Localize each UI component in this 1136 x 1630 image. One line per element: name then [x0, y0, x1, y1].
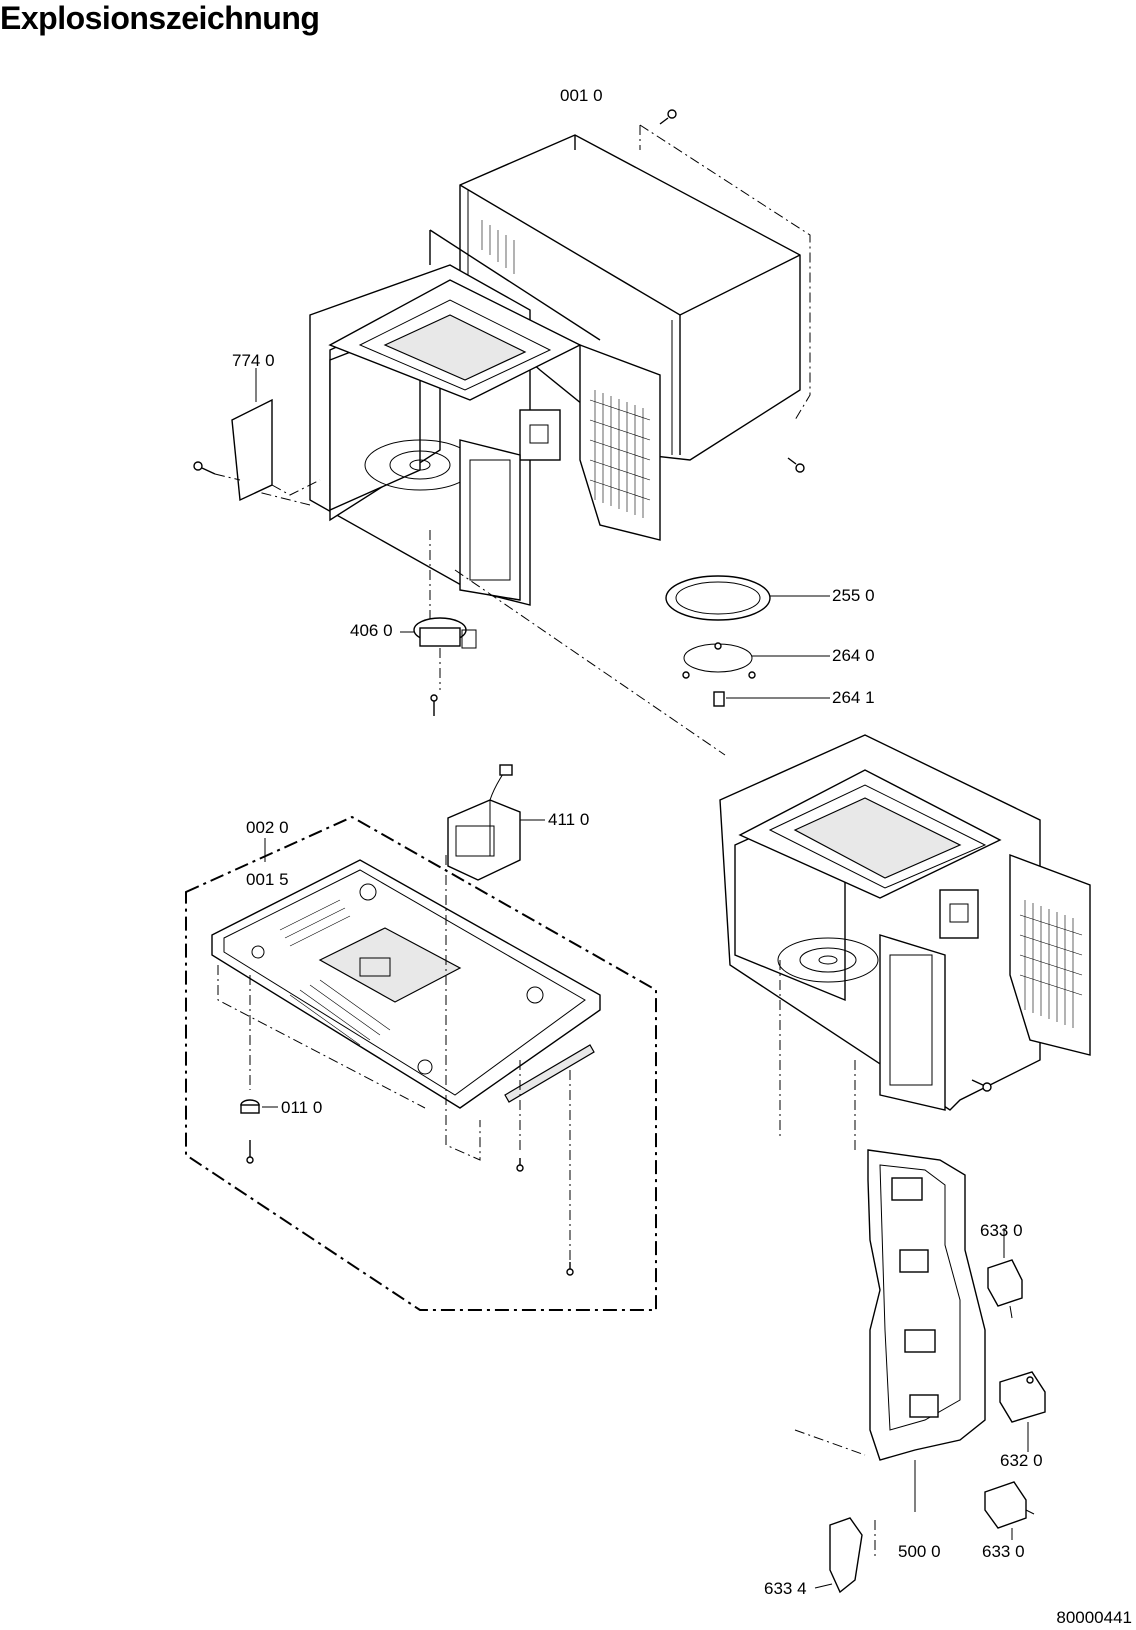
door-latch-bracket — [867, 1149, 986, 1512]
glass-turntable-tray — [665, 575, 830, 621]
roller-ring — [682, 642, 830, 679]
screw-icon — [787, 457, 805, 473]
transformer — [447, 764, 545, 881]
cavity-assembled — [719, 734, 1091, 1560]
part-label-264-1: 264 1 — [832, 688, 875, 707]
part-label-264-0: 264 0 — [832, 646, 875, 665]
page-title: Explosionszeichnung — [0, 0, 320, 36]
part-label-255-0: 255 0 — [832, 586, 875, 605]
document-number: 80000441 — [1056, 1608, 1132, 1627]
turntable-coupler — [713, 691, 830, 707]
part-label-500-0: 500 0 — [898, 1542, 941, 1561]
part-label-001-5: 001 5 — [246, 870, 289, 889]
screw-icon — [659, 109, 677, 125]
part-label-632-0: 632 0 — [1000, 1451, 1043, 1470]
part-label-001-0: 001 0 — [560, 86, 603, 105]
door-switch-icon — [984, 1481, 1035, 1540]
rubber-foot — [240, 1099, 574, 1276]
base-plate-assembly — [185, 815, 657, 1311]
door-switch-icon — [987, 1228, 1023, 1319]
part-label-406-0: 406 0 — [350, 621, 393, 640]
mica-cover-plate — [193, 368, 321, 502]
turntable-motor — [400, 617, 477, 716]
part-label-633-0-bottom: 633 0 — [982, 1542, 1025, 1561]
part-label-011-0: 011 0 — [281, 1098, 322, 1117]
part-label-633-0-top: 633 0 — [980, 1221, 1023, 1240]
monitor-switch-icon — [999, 1371, 1046, 1452]
latch-lever — [814, 1517, 863, 1594]
part-label-774-0: 774 0 — [232, 351, 275, 370]
part-label-411-0: 411 0 — [548, 810, 589, 829]
part-label-633-4: 633 4 — [764, 1579, 807, 1598]
part-label-002-0: 002 0 — [246, 818, 289, 837]
cavity-chassis — [249, 229, 661, 620]
